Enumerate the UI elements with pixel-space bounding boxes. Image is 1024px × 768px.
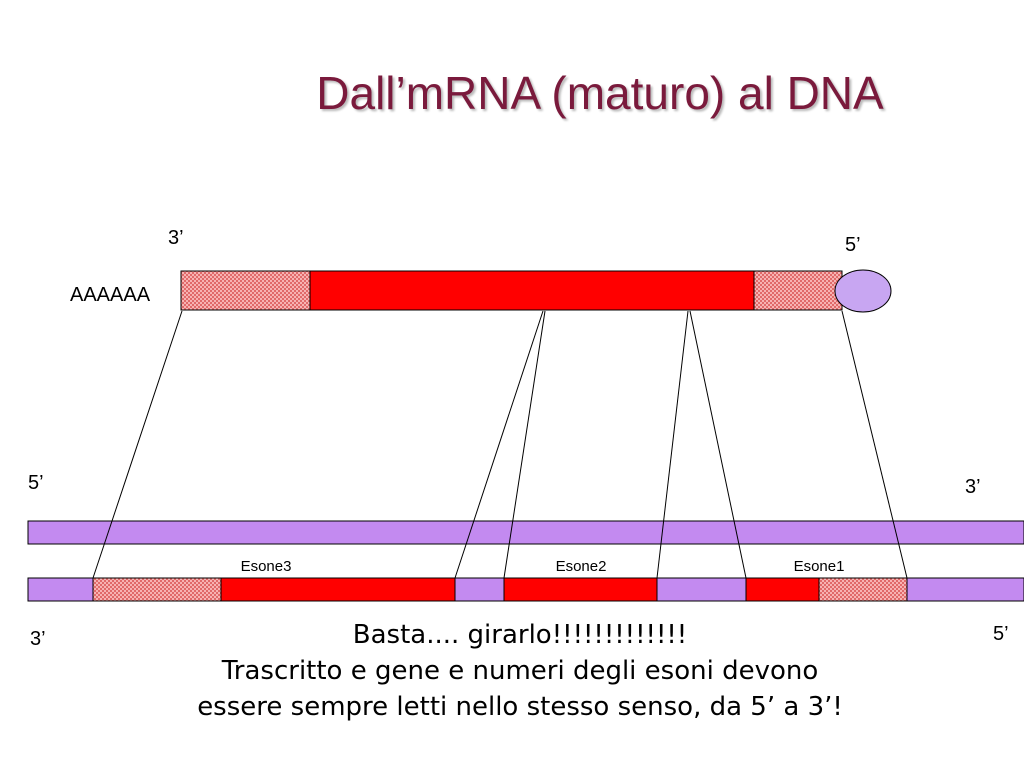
map-line-exon3-end (454, 310, 544, 579)
dna-bottom-strand (27, 577, 1024, 602)
mrna-strand (180, 269, 892, 313)
mapping-lines (92, 310, 908, 579)
dna-bottom-5prime-label: 5’ (993, 623, 1009, 645)
mrna-5utr (753, 270, 843, 311)
exon3-utr (92, 577, 222, 602)
caption-line-2: Trascritto e gene e numeri degli esoni d… (221, 656, 819, 686)
map-line-3end (92, 310, 183, 579)
slide-caption: Basta.... girarlo!!!!!!!!!!!!! Trascritt… (80, 617, 960, 725)
map-line-exon2-start (503, 310, 546, 579)
mrna-3prime-label: 3’ (168, 227, 184, 249)
exon2-coding (503, 577, 658, 602)
mrna-5prime-label: 5’ (845, 234, 861, 256)
mrna-coding-region (309, 270, 755, 311)
dna-top-5prime-label: 5’ (28, 472, 44, 494)
exon1-coding (745, 577, 820, 602)
dna-top-3prime-label: 3’ (965, 476, 981, 498)
exon3-coding (220, 577, 456, 602)
exon1-utr (818, 577, 908, 602)
slide-title: Dall’mRNA (maturo) al DNA (316, 67, 884, 119)
mrna-3utr (180, 270, 311, 311)
caption-line-3: essere sempre letti nello stesso senso, … (197, 692, 843, 722)
map-line-5end (841, 310, 908, 579)
polya-tail-label: AAAAAA (70, 284, 151, 306)
map-line-exon2-end (656, 310, 689, 579)
exon3-label: Esone3 (241, 558, 292, 575)
mrna-5prime-cap (834, 269, 892, 313)
map-line-exon1-start (689, 310, 747, 579)
dna-top-strand (27, 520, 1024, 545)
caption-line-1: Basta.... girarlo!!!!!!!!!!!!! (352, 620, 688, 650)
exon2-label: Esone2 (556, 558, 607, 575)
exon1-label: Esone1 (794, 558, 845, 575)
dna-bottom-3prime-label: 3’ (30, 628, 46, 650)
